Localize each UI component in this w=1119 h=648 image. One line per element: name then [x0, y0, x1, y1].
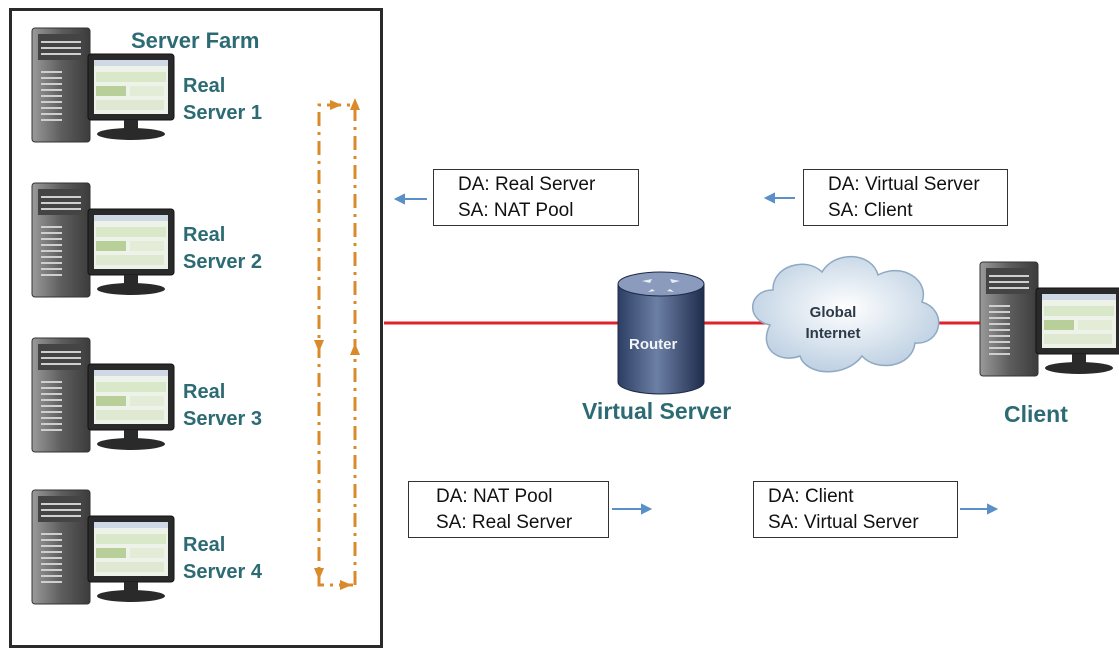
virtual-server-label: Virtual Server — [582, 398, 732, 424]
router-label: Router — [629, 336, 678, 353]
real-server-1-computer-icon — [31, 27, 175, 143]
real-server-4-computer-icon — [31, 489, 175, 605]
client-label: Client — [1004, 401, 1068, 427]
load-balance-arrows — [317, 103, 357, 587]
real-server-2-computer-icon — [31, 182, 175, 298]
client-computer-icon — [979, 261, 1119, 377]
server-farm-title: Server Farm — [131, 28, 260, 53]
real-server-3-computer-icon — [31, 337, 175, 453]
